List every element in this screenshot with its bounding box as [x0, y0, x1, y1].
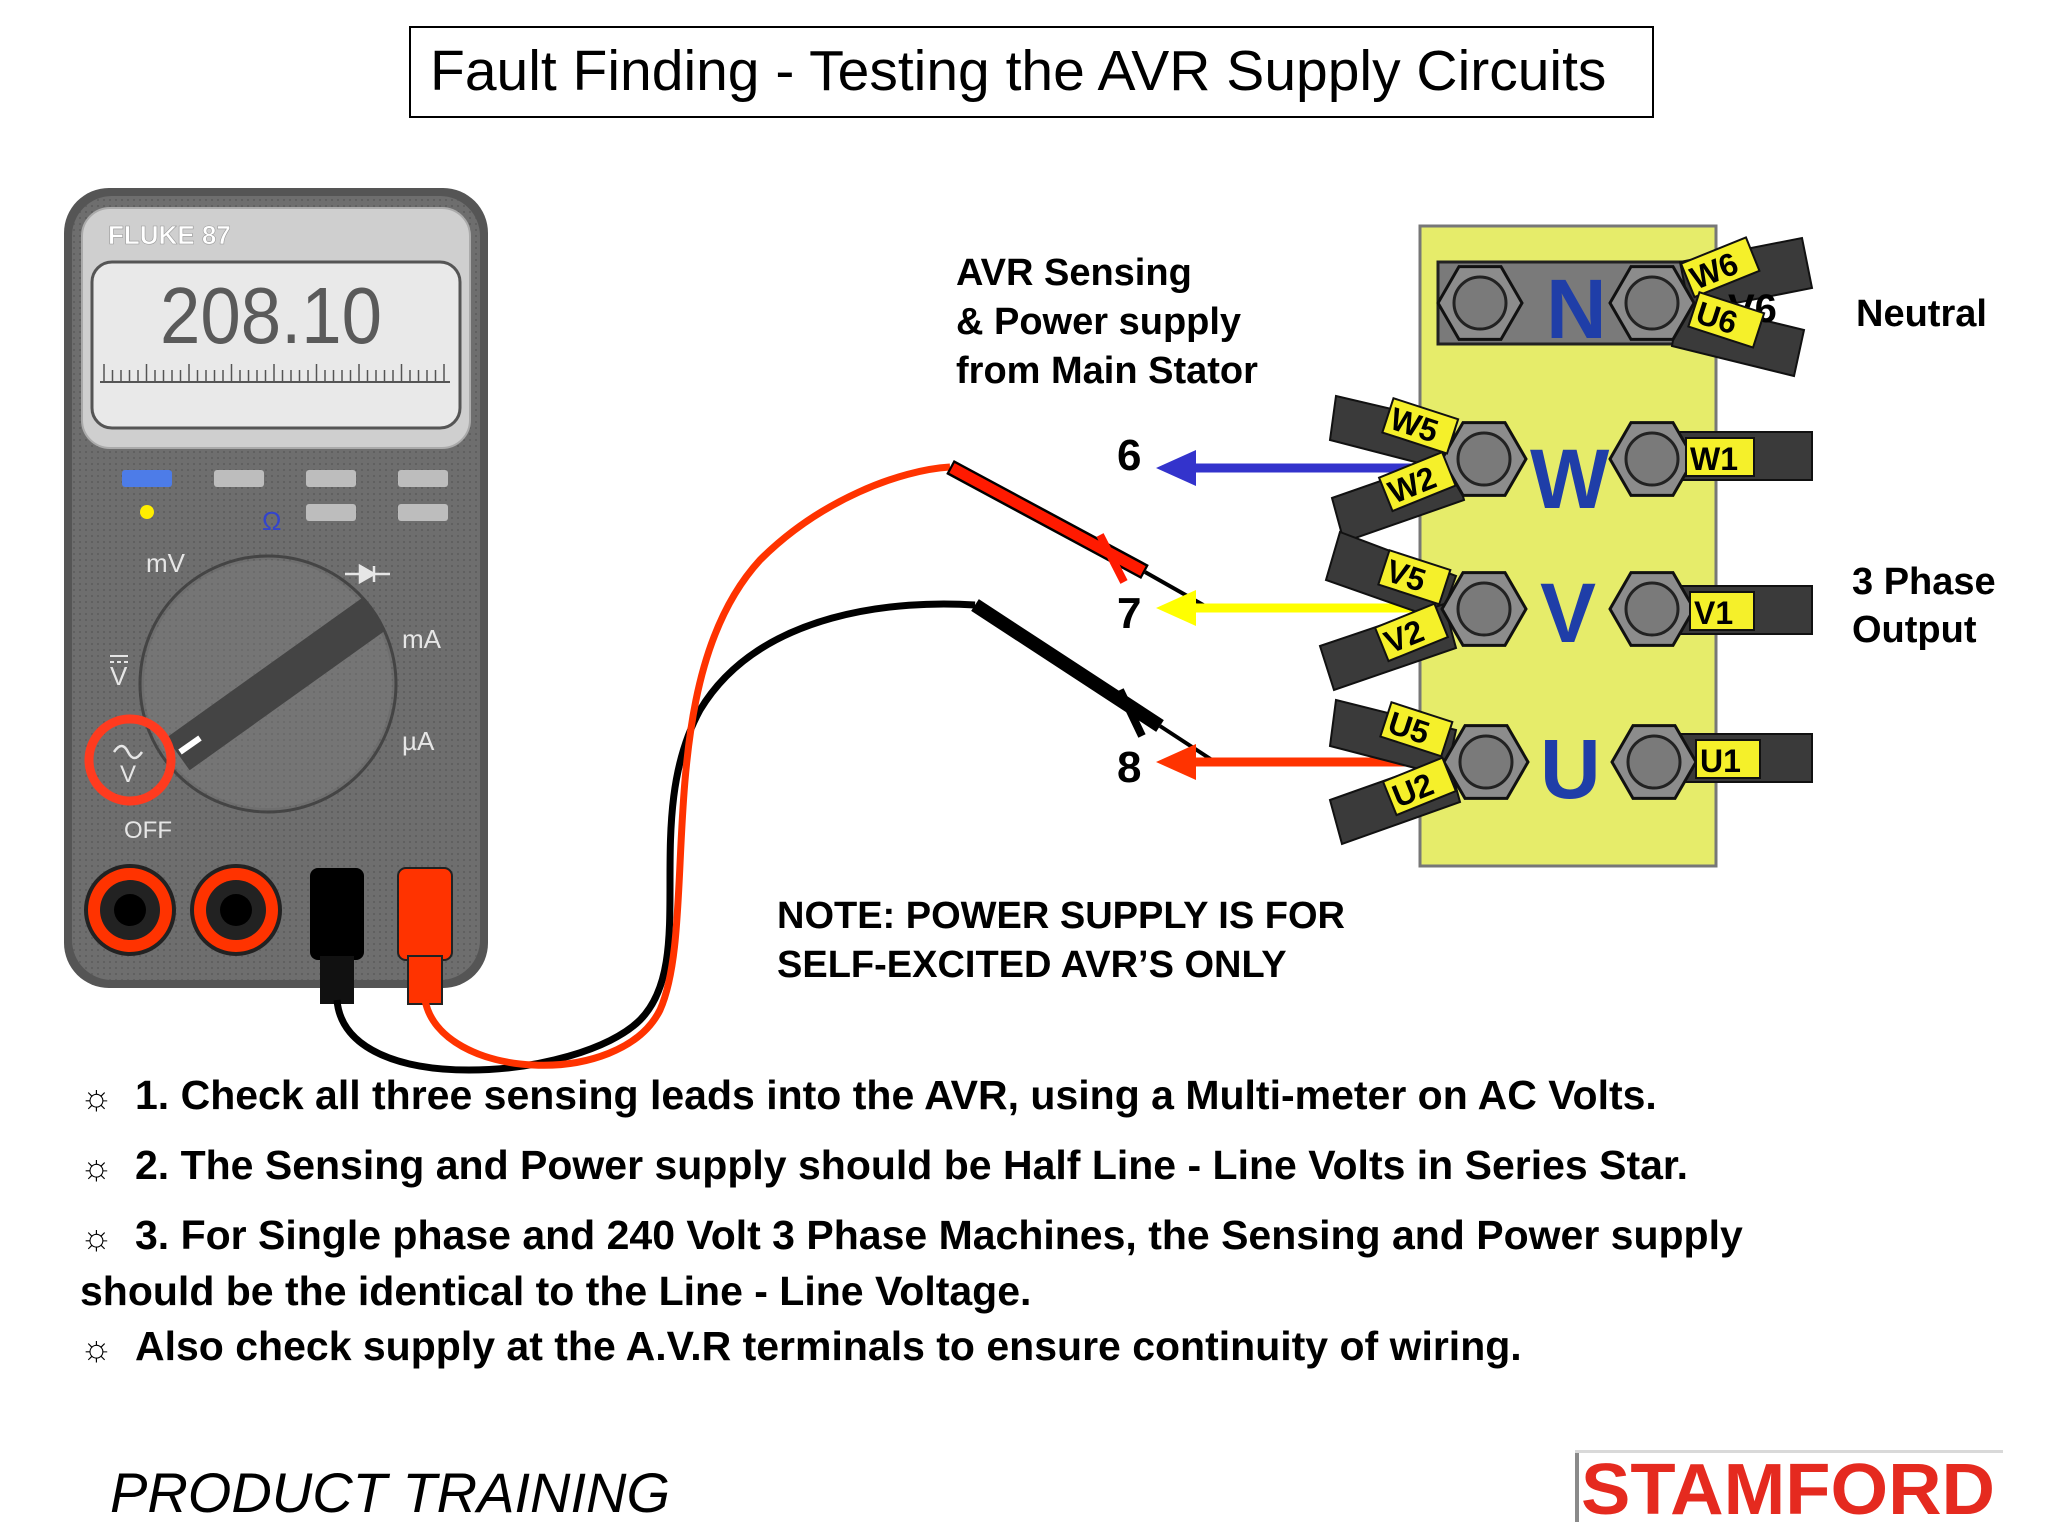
- terminal-stud: [1626, 734, 1682, 790]
- title-box: [409, 26, 1654, 118]
- instruction-2: ☼ 2. The Sensing and Power supply should …: [80, 1138, 1980, 1194]
- note-line1: NOTE: POWER SUPPLY IS FOR: [777, 895, 1345, 937]
- minmax-button[interactable]: [306, 470, 356, 487]
- range-button[interactable]: [122, 470, 172, 487]
- mv-label: mV: [146, 548, 186, 578]
- sun-icon: ☼: [80, 1327, 113, 1368]
- stamford-logo: STAMFORD: [1575, 1450, 2003, 1522]
- phase-u-letter: U: [1540, 722, 1601, 816]
- off-label: OFF: [124, 817, 172, 844]
- page-title: Fault Finding - Testing the AVR Supply C…: [430, 39, 1607, 103]
- phase-w-letter: W: [1530, 432, 1610, 526]
- sun-icon: ☼: [80, 1076, 113, 1117]
- terminal-stud: [1456, 431, 1512, 487]
- output-label-line2: Output: [1852, 609, 1977, 651]
- dc-volts-label: V: [110, 661, 128, 691]
- terminal-7-label: 7: [1117, 589, 1141, 638]
- ua-label: µA: [402, 726, 435, 756]
- instruction-3-text-cont: should be the identical to the Line - Li…: [80, 1268, 1032, 1314]
- terminal-stud: [1624, 581, 1680, 637]
- phase-v-letter: V: [1540, 566, 1596, 660]
- terminal-8-label: 8: [1117, 743, 1141, 792]
- output-label-line1: 3 Phase: [1852, 561, 1996, 603]
- ac-volts-highlight: [84, 714, 176, 806]
- terminal-6-label: 6: [1117, 431, 1141, 480]
- hz-button[interactable]: [306, 504, 356, 521]
- instruction-1-text: 1. Check all three sensing leads into th…: [135, 1072, 1657, 1118]
- footer-product-training: PRODUCT TRAINING: [110, 1461, 670, 1524]
- arrow-6: [1156, 450, 1430, 486]
- avr-label-line2: & Power supply: [956, 301, 1241, 343]
- neutral-letter: N: [1546, 262, 1607, 356]
- rel-button[interactable]: [398, 470, 448, 487]
- avr-label-line1: AVR Sensing: [956, 252, 1192, 294]
- instruction-4: ☼ Also check supply at the A.V.R terminal…: [80, 1319, 1980, 1375]
- instruction-3-continued: should be the identical to the Line - Li…: [80, 1264, 1980, 1319]
- tag-v1: V1: [1694, 595, 1733, 631]
- ma-label: mA: [402, 624, 442, 654]
- meter-display: [90, 260, 462, 430]
- instructions: ☼ 1. Check all three sensing leads into t…: [80, 1068, 1980, 1375]
- avr-label-line3: from Main Stator: [956, 350, 1258, 392]
- arrow-7: [1156, 590, 1430, 626]
- red-probe: [946, 459, 1206, 608]
- terminal-stud: [1456, 581, 1512, 637]
- ac-volts-label: V: [120, 761, 136, 788]
- multimeter: FLUKE 87 208.10 Ω mV mA µA V V OFF: [64, 188, 488, 1005]
- note-line2: SELF-EXCITED AVR’S ONLY: [777, 944, 1287, 986]
- black-test-lead: [333, 600, 976, 1074]
- tag-w1: W1: [1690, 441, 1738, 477]
- black-probe: [971, 599, 1214, 762]
- diode-icon: [345, 563, 390, 585]
- hold-button[interactable]: [214, 470, 264, 487]
- dial-pointer: [166, 597, 386, 771]
- instruction-2-text: 2. The Sensing and Power supply should b…: [135, 1142, 1688, 1188]
- neutral-label: Neutral: [1856, 293, 1987, 335]
- terminal-stud: [1624, 431, 1680, 487]
- terminal-stud: [1458, 734, 1514, 790]
- meter-reading: 208.10: [160, 271, 382, 360]
- instruction-4-text: Also check supply at the A.V.R terminals…: [135, 1323, 1522, 1369]
- peak-button[interactable]: [398, 504, 448, 521]
- terminal-stud: [1452, 275, 1508, 331]
- terminal-stud: [1624, 275, 1680, 331]
- instruction-3: ☼ 3. For Single phase and 240 Volt 3 Phas…: [80, 1208, 1980, 1264]
- indicator-led: [140, 505, 154, 519]
- ohm-label: Ω: [262, 506, 281, 536]
- stamford-logo-text: STAMFORD: [1581, 1450, 1995, 1522]
- volts-plug[interactable]: [397, 867, 453, 961]
- sun-icon: ☼: [80, 1146, 113, 1187]
- instruction-1: ☼ 1. Check all three sensing leads into t…: [80, 1068, 1980, 1124]
- meter-bar-scale: [103, 364, 445, 382]
- instruction-3-text: 3. For Single phase and 240 Volt 3 Phase…: [135, 1212, 1743, 1258]
- red-test-lead: [421, 463, 951, 1069]
- com-plug[interactable]: [310, 868, 364, 960]
- sun-icon: ☼: [80, 1216, 113, 1257]
- terminal-nuts: [1436, 265, 1698, 800]
- tag-u1: U1: [1700, 743, 1741, 779]
- meter-brand: FLUKE 87: [108, 220, 231, 250]
